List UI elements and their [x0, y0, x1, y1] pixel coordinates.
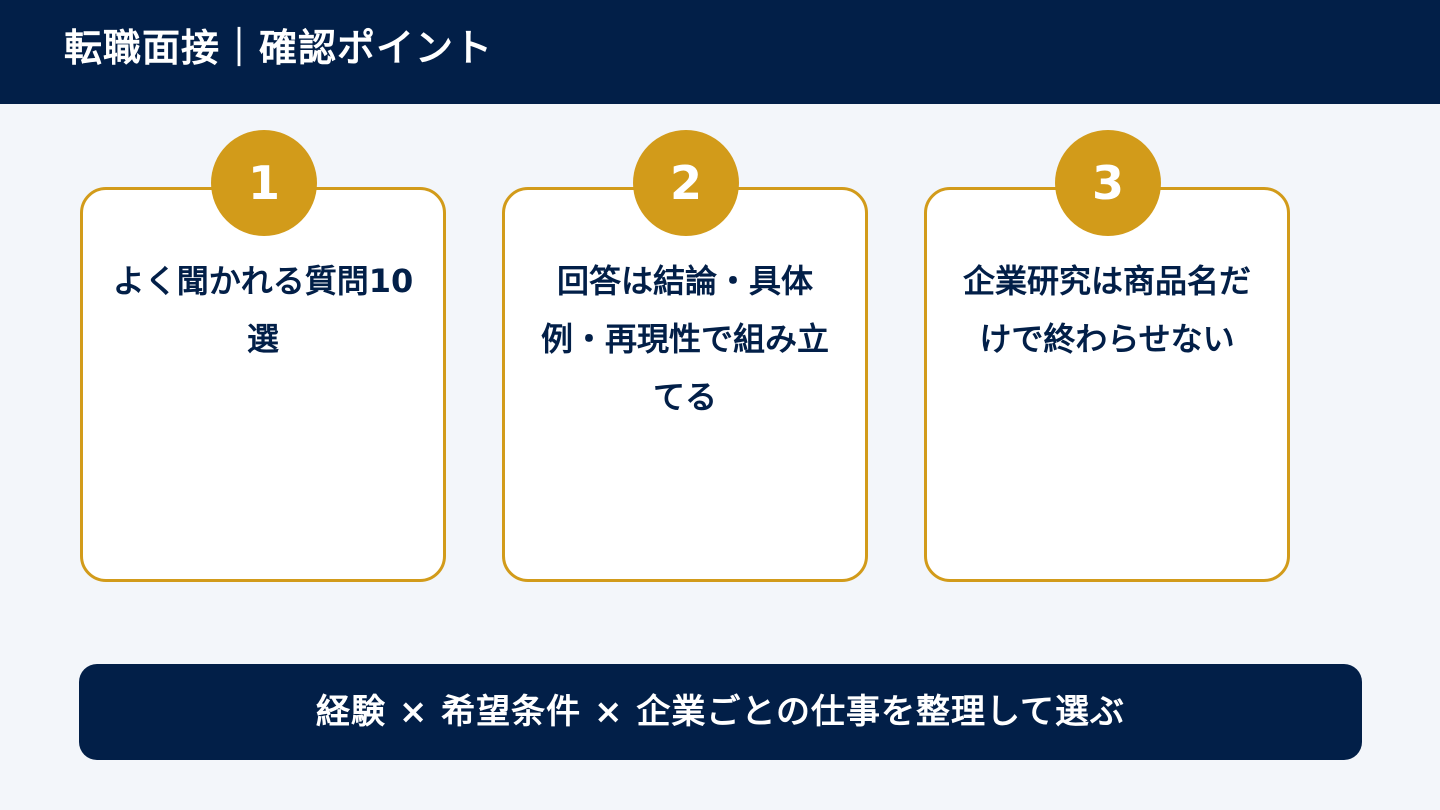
- summary-banner: 経験 × 希望条件 × 企業ごとの仕事を整理して選ぶ: [79, 664, 1362, 760]
- point-card-2-text: 回答は結論・具体例・再現性で組み立てる: [540, 262, 829, 416]
- point-number-badge-3: 3: [1055, 130, 1161, 236]
- header-bar: 転職面接｜確認ポイント: [0, 0, 1440, 104]
- point-card-1: よく聞かれる質問10選: [80, 187, 446, 582]
- point-card-2: 回答は結論・具体例・再現性で組み立てる: [502, 187, 868, 582]
- point-number-badge-2: 2: [633, 130, 739, 236]
- point-number-badge-1: 1: [211, 130, 317, 236]
- point-card-3: 企業研究は商品名だけで終わらせない: [924, 187, 1290, 582]
- point-card-1-text: よく聞かれる質問10選: [112, 262, 414, 358]
- page-title: 転職面接｜確認ポイント: [64, 26, 494, 70]
- summary-banner-text: 経験 × 希望条件 × 企業ごとの仕事を整理して選ぶ: [316, 692, 1125, 732]
- point-card-3-text: 企業研究は商品名だけで終わらせない: [962, 262, 1251, 358]
